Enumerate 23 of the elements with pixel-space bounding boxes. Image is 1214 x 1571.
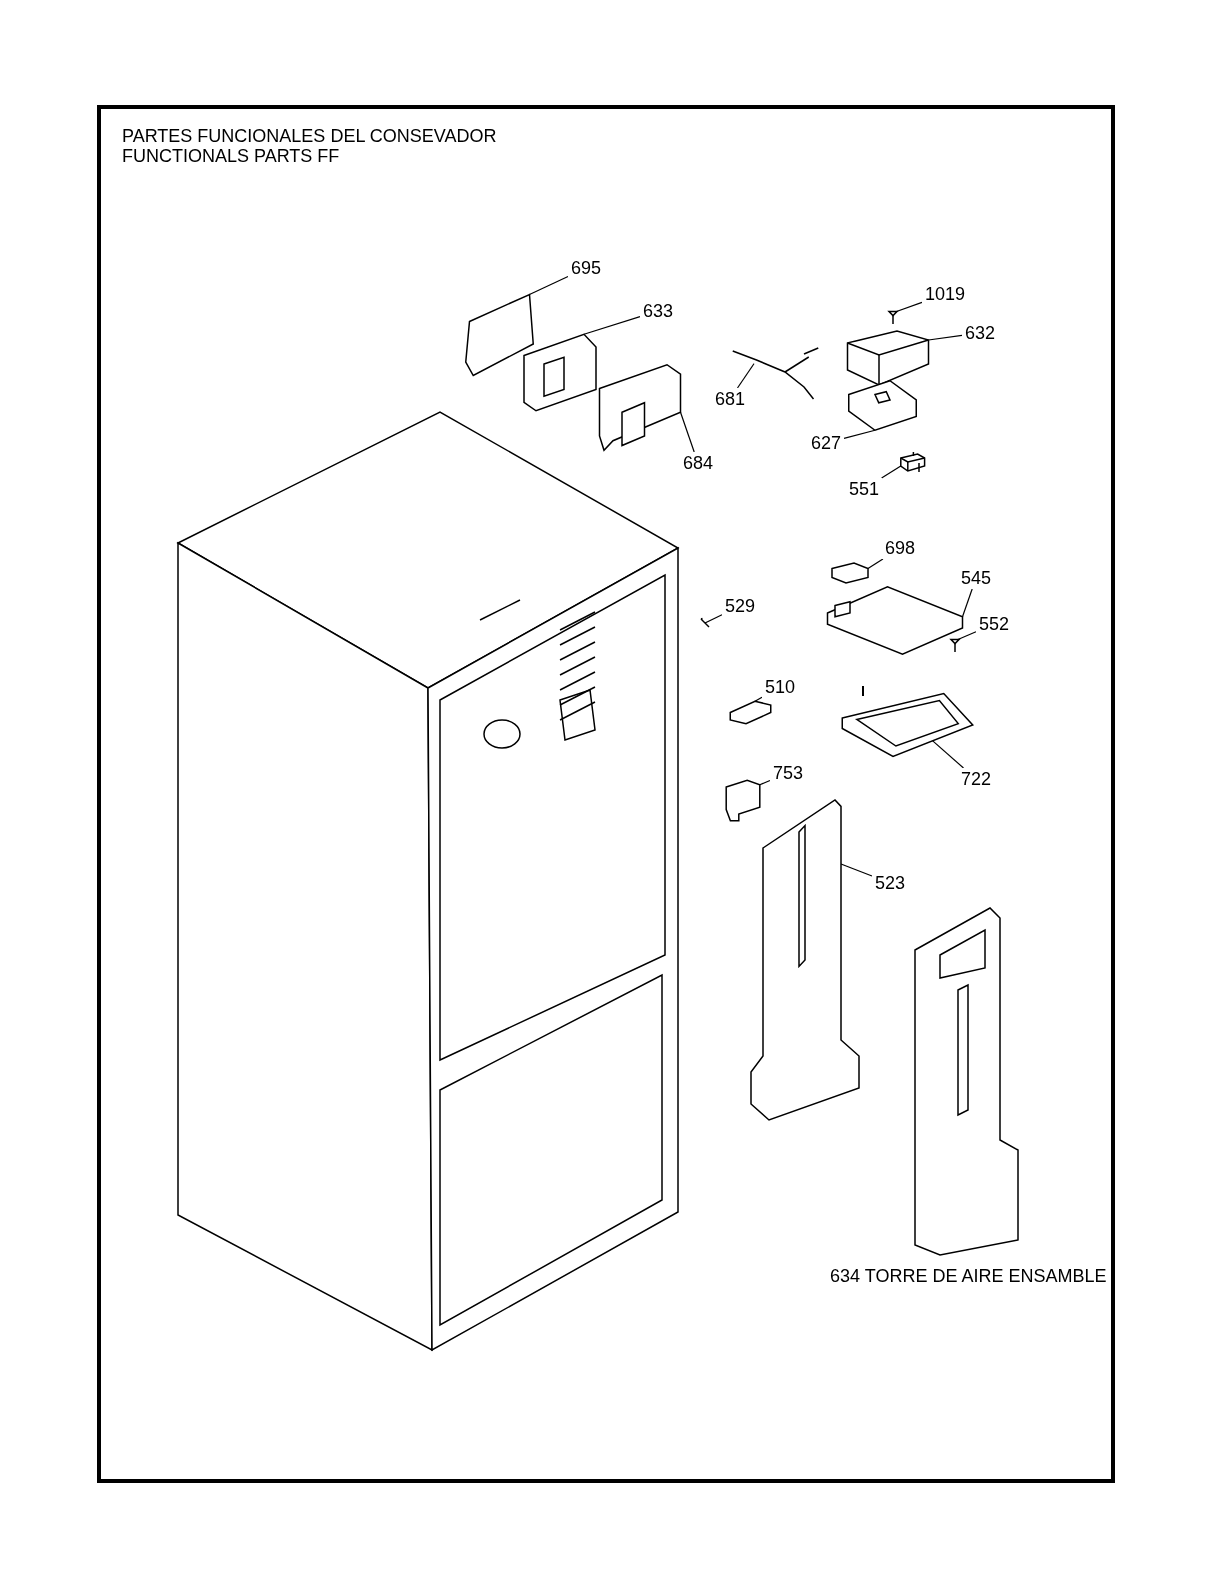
leader-line	[759, 779, 771, 786]
diagram-subtitle: FUNCTIONALS PARTS FF	[122, 146, 340, 166]
light-socket-drawing	[728, 700, 773, 725]
diagram-title: PARTES FUNCIONALES DEL CONSEVADOR	[122, 126, 497, 146]
bracket-drawing	[845, 378, 920, 433]
screw-icon	[888, 310, 898, 324]
leader-line	[867, 558, 884, 570]
part-caption: 634 TORRE DE AIRE ENSAMBLE	[830, 1266, 1107, 1286]
leader-line	[881, 465, 902, 479]
leader-line	[927, 334, 963, 341]
leader-line	[840, 863, 873, 877]
switch-drawing	[898, 452, 926, 472]
leader-line	[843, 429, 876, 439]
leader-line	[931, 739, 965, 769]
leader-line	[961, 588, 973, 618]
leader-line	[704, 614, 723, 624]
leader-line	[754, 696, 763, 702]
sensor-drawing	[722, 778, 764, 823]
pin-icon	[700, 618, 710, 628]
leader-line	[583, 316, 641, 335]
screw-icon	[950, 638, 960, 652]
leader-line	[528, 275, 569, 296]
leader-line	[679, 411, 695, 453]
